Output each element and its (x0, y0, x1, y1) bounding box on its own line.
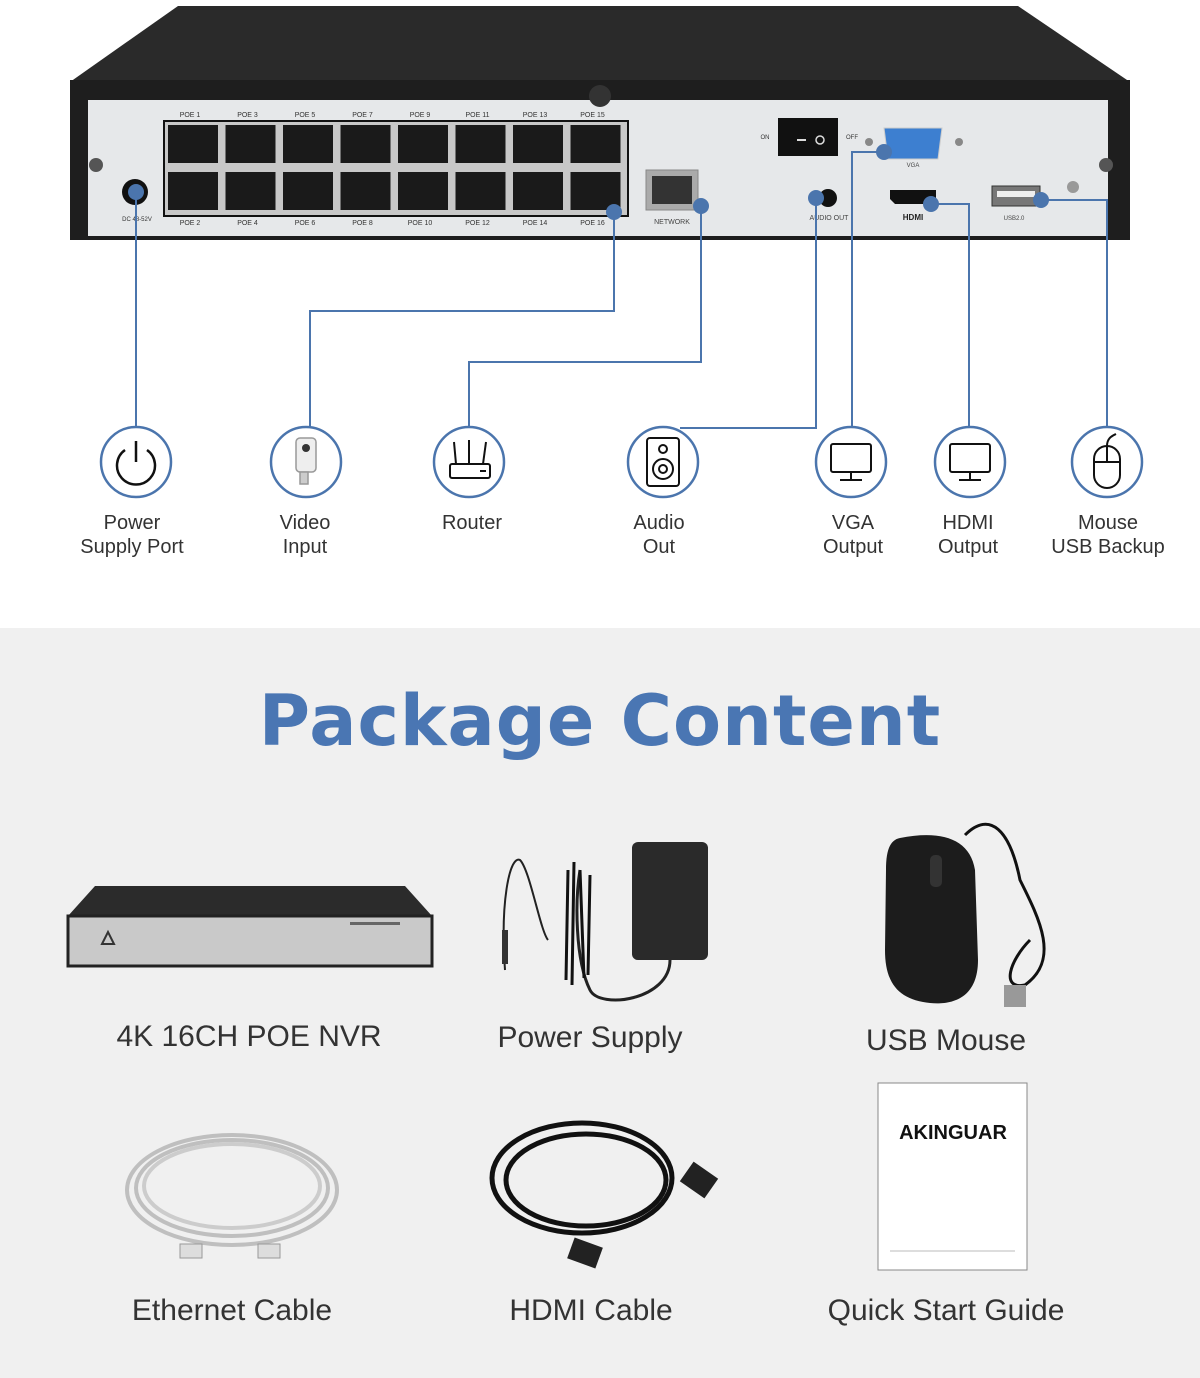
vga-label: VGA (907, 163, 920, 169)
rj45-port (340, 172, 391, 210)
usb-label: USB2.0 (1004, 216, 1025, 222)
screw-icon (1099, 158, 1113, 172)
rj45-port (513, 172, 563, 210)
poe-label: POE 8 (352, 220, 373, 227)
speaker-icon (646, 437, 680, 487)
nvr-rear-panel-svg: POE 1 POE 2 POE 3 POE 4 POE 5 POE 6 POE 7 POE 8… (70, 6, 1144, 499)
power-supply-image (502, 842, 708, 1002)
icon-rings (99, 425, 1144, 499)
rj45-port (455, 172, 506, 210)
connection-diagram: POE 1 POE 2 POE 3 POE 4 POE 5 POE 6 POE 7 POE 8… (0, 0, 1200, 628)
poe-label: POE 6 (295, 220, 316, 227)
connector-label-line2: Output (937, 536, 999, 558)
rj45-port (283, 125, 333, 163)
usb-mouse-image (885, 822, 1046, 1007)
poe-ports (168, 125, 621, 210)
connector-label: Router (382, 511, 562, 535)
package-item-label: Quick Start Guide (827, 1294, 1065, 1327)
on-label: ON (761, 135, 770, 141)
ground-screw (1067, 181, 1079, 193)
package-item-label: Ethernet Cable (131, 1294, 333, 1327)
rj45-port (513, 125, 563, 163)
poe-label: POE 7 (352, 112, 373, 119)
poe-label: POE 15 (580, 112, 605, 119)
rj45-port (225, 125, 276, 163)
package-item-label: USB Mouse (865, 1024, 1027, 1057)
network-label: NETWORK (654, 219, 690, 226)
ethernet-cable-image (125, 1133, 339, 1259)
poe-label: POE 4 (237, 220, 258, 227)
screw-icon (589, 85, 611, 107)
poe-label: POE 11 (466, 112, 490, 119)
poe-label: POE 13 (523, 112, 548, 119)
power-icon (115, 441, 157, 486)
connector-label-line1: HDMI (942, 512, 994, 534)
connection-dots (128, 144, 1049, 220)
nvr-image (66, 886, 434, 968)
rj45-port (168, 172, 218, 210)
rj45-port (398, 172, 448, 210)
rj45-port (283, 172, 333, 210)
power-switch (778, 118, 838, 156)
poe-label: POE 9 (410, 112, 431, 119)
chassis-top (70, 6, 1130, 82)
rj45-port (455, 125, 506, 163)
poe-label: POE 5 (295, 112, 316, 119)
hdmi-label: HDMI (903, 213, 923, 222)
poe-label: POE 10 (408, 220, 433, 227)
connector-label-line2: Supply Port (80, 536, 184, 558)
package-item-label: HDMI Cable (509, 1294, 673, 1327)
monitor-icon (830, 443, 872, 481)
poe-label: POE 1 (180, 112, 201, 119)
package-title: Package Content (258, 680, 942, 762)
package-item-label: 4K 16CH POE NVR (116, 1020, 382, 1053)
mouse-icon (1093, 433, 1121, 489)
connector-label-line2: Out (642, 536, 676, 558)
connector-label-line1: Router (441, 512, 503, 534)
monitor-icon (949, 443, 991, 481)
connector-label-line1: Audio (633, 512, 685, 534)
audio-label: AUDIO OUT (810, 215, 850, 222)
audio-jack (819, 189, 837, 207)
poe-label: POE 2 (180, 220, 201, 227)
poe-label: POE 12 (465, 220, 490, 227)
rj45-port (570, 125, 621, 163)
rj45-port (570, 172, 621, 210)
connector-label-line1: Power (103, 512, 161, 534)
poe-label: POE 14 (523, 220, 548, 227)
camera-icon (295, 437, 317, 485)
connector-label-line2: Input (282, 536, 328, 558)
quick-start-guide-image (877, 1082, 1028, 1271)
hdmi-cable-image (489, 1120, 719, 1269)
off-label: OFF (846, 135, 858, 141)
leader-lines (135, 151, 1108, 429)
rj45-port (168, 125, 218, 163)
router-icon (449, 440, 491, 479)
screw-icon (89, 158, 103, 172)
rj45-port (225, 172, 276, 210)
connector-label-line2: USB Backup (1051, 536, 1165, 558)
poe-label: POE 16 (580, 220, 605, 227)
connector-label-line1: VGA (831, 512, 875, 534)
poe-label: POE 3 (237, 112, 258, 119)
package-item-label: Power Supply (497, 1021, 683, 1054)
connector-label-line2: Output (822, 536, 884, 558)
rj45-port (398, 125, 448, 163)
connector-label-line1: Mouse (1077, 512, 1139, 534)
connector-label-line1: Video (279, 512, 331, 534)
rj45-port (340, 125, 391, 163)
guide-brand: AKINGUAR (899, 1122, 1007, 1144)
